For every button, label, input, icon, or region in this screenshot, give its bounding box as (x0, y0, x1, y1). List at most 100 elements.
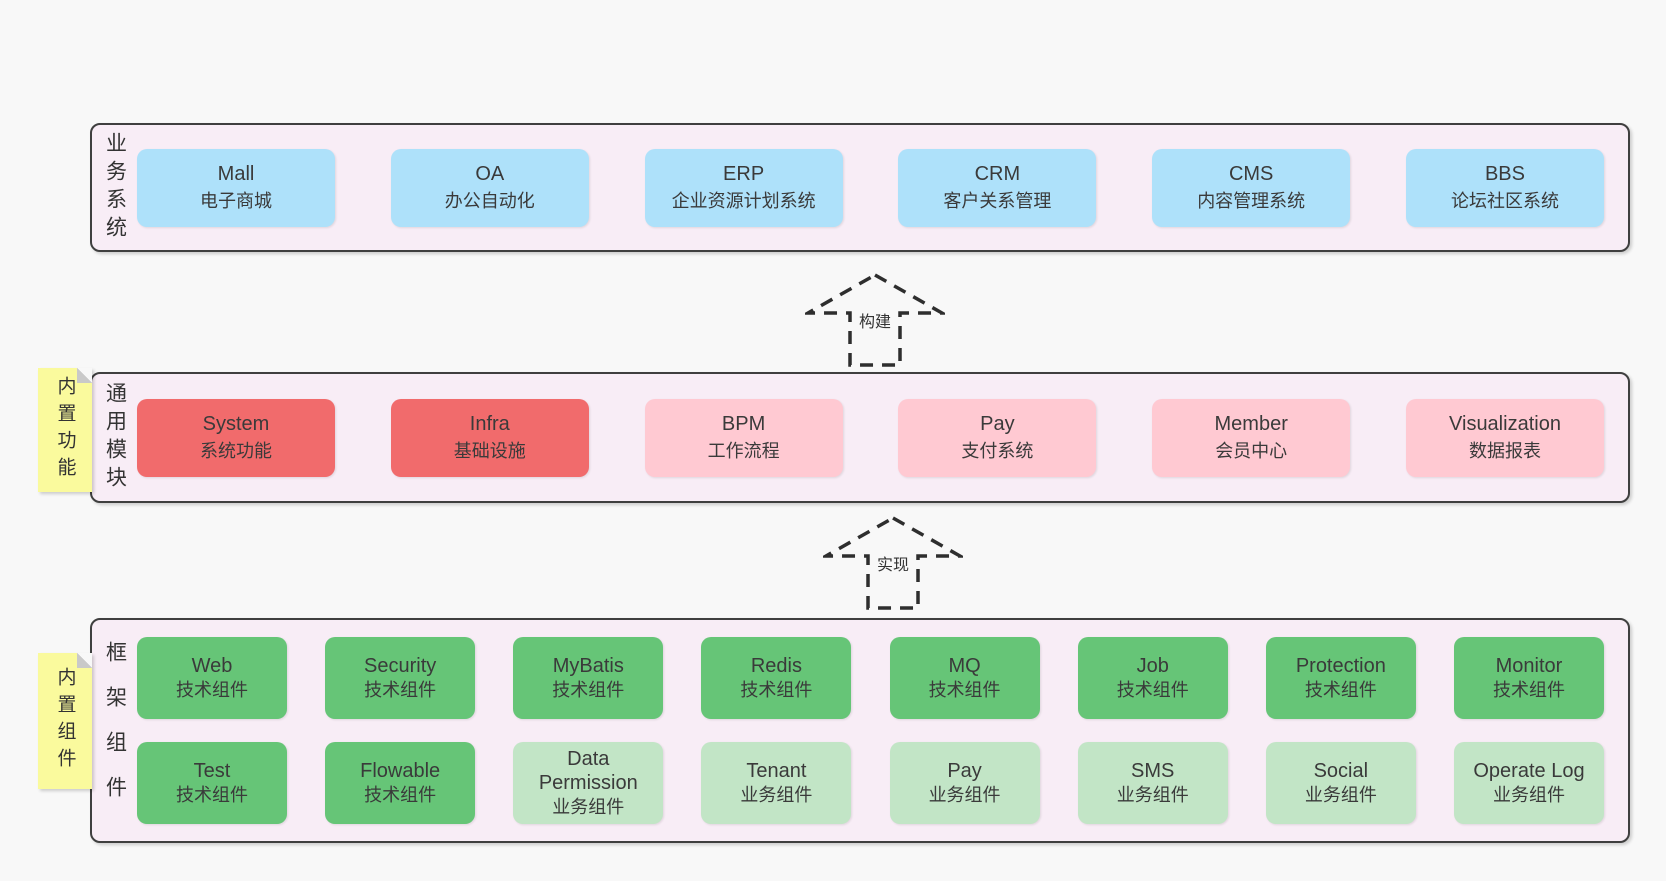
layer-components-label: 框架组件 (103, 640, 127, 821)
box-title: Security (364, 655, 437, 677)
box-social: Social 业务组件 (1265, 742, 1416, 824)
box-redis: Redis 技术组件 (701, 637, 852, 719)
box-title: System (202, 413, 270, 435)
box-title: CRM (974, 163, 1021, 185)
box-subtitle: 业务组件 (1304, 785, 1377, 805)
box-title: Flowable (360, 760, 441, 782)
box-title: Visualization (1449, 413, 1561, 435)
box-title: BPM (721, 413, 766, 435)
box-monitor: Monitor 技术组件 (1453, 637, 1604, 719)
box-security: Security 技术组件 (325, 637, 476, 719)
box-subtitle: 业务组件 (1116, 785, 1189, 805)
box-title: Operate Log (1473, 760, 1585, 782)
layer-modules: 通用模块 System 系统功能 Infra 基础设施 BPM 工作流程 Pay… (90, 372, 1630, 503)
box-subtitle: 技术组件 (176, 785, 248, 805)
build-arrow: 构建 (805, 272, 945, 368)
box-subtitle: 技术组件 (1116, 680, 1189, 700)
box-subtitle: 技术组件 (364, 680, 437, 700)
box-title: BBS (1484, 163, 1525, 185)
box-title: OA (475, 163, 505, 185)
arrow-up-dashed-icon (805, 272, 945, 367)
box-pay-module: Pay 支付系统 (898, 398, 1097, 477)
box-bbs: BBS 论坛社区系统 (1405, 148, 1604, 227)
box-subtitle: 业务组件 (740, 785, 813, 805)
box-erp: ERP 企业资源计划系统 (644, 148, 843, 227)
sticky-fold-icon (77, 653, 92, 668)
layer-modules-label: 通用模块 (103, 381, 127, 494)
box-title: MyBatis (552, 655, 624, 677)
components-rows: Web 技术组件 Security 技术组件 MyBatis 技术组件 Redi… (137, 620, 1628, 841)
box-subtitle: 业务组件 (552, 797, 625, 817)
box-subtitle: 技术组件 (928, 680, 1001, 700)
modules-boxes: System 系统功能 Infra 基础设施 BPM 工作流程 Pay 支付系统… (137, 374, 1628, 501)
layer-business: 业务系统 Mall 电子商城 OA 办公自动化 ERP 企业资源计划系统 CRM… (90, 123, 1630, 252)
layer-components: 框架组件 Web 技术组件 Security 技术组件 MyBatis 技术组件… (90, 618, 1630, 843)
box-subtitle: 电子商城 (200, 191, 272, 211)
box-title: Member (1214, 413, 1288, 435)
box-subtitle: 办公自动化 (444, 191, 535, 211)
arrow-up-dashed-icon (823, 515, 963, 610)
box-title: Redis (750, 655, 802, 677)
box-title: Pay (947, 760, 982, 782)
box-title: CMS (1228, 163, 1274, 185)
layer-business-label-col: 业务系统 (92, 125, 137, 250)
layer-modules-label-col: 通用模块 (92, 374, 137, 501)
box-subtitle: 系统功能 (200, 441, 272, 461)
box-title: Pay (980, 413, 1015, 435)
box-title: Protection (1295, 655, 1386, 677)
implement-arrow-label: 实现 (872, 551, 914, 575)
box-mall: Mall 电子商城 (137, 148, 335, 227)
box-subtitle: 业务组件 (928, 785, 1001, 805)
box-subtitle: 会员中心 (1215, 441, 1288, 461)
sticky-fold-icon (77, 368, 92, 383)
implement-arrow: 实现 (823, 515, 963, 611)
box-title: Data Permission (538, 748, 638, 794)
box-subtitle: 内容管理系统 (1197, 191, 1306, 211)
box-subtitle: 业务组件 (1492, 785, 1565, 805)
sticky-builtin-features: 内置功能 (38, 368, 92, 492)
box-tenant: Tenant 业务组件 (701, 742, 852, 824)
box-operate-log: Operate Log 业务组件 (1453, 742, 1604, 824)
box-visualization: Visualization 数据报表 (1405, 398, 1604, 477)
box-title: Test (193, 760, 231, 782)
box-mybatis: MyBatis 技术组件 (513, 637, 664, 719)
box-subtitle: 数据报表 (1468, 441, 1541, 461)
sticky-builtin-components-label: 内置组件 (54, 667, 76, 775)
box-member: Member 会员中心 (1152, 398, 1351, 477)
box-subtitle: 技术组件 (1304, 680, 1377, 700)
box-title: Social (1313, 760, 1369, 782)
box-title: Tenant (746, 760, 807, 782)
box-subtitle: 工作流程 (707, 441, 780, 461)
box-title: Web (191, 655, 233, 677)
box-sms: SMS 业务组件 (1077, 742, 1228, 824)
layer-business-label: 业务系统 (103, 131, 127, 244)
business-boxes: Mall 电子商城 OA 办公自动化 ERP 企业资源计划系统 CRM 客户关系… (137, 125, 1628, 250)
components-row-2: Test 技术组件 Flowable 技术组件 Data Permission … (137, 742, 1604, 824)
box-subtitle: 技术组件 (740, 680, 813, 700)
box-title: Monitor (1495, 655, 1563, 677)
box-title: Infra (469, 413, 510, 435)
box-subtitle: 技术组件 (364, 785, 437, 805)
box-oa: OA 办公自动化 (390, 148, 589, 227)
box-title: MQ (948, 655, 981, 677)
box-system: System 系统功能 (137, 398, 335, 477)
box-subtitle: 技术组件 (1492, 680, 1565, 700)
box-crm: CRM 客户关系管理 (898, 148, 1097, 227)
sticky-builtin-components: 内置组件 (38, 653, 92, 789)
box-subtitle: 基础设施 (453, 441, 526, 461)
box-data-permission: Data Permission 业务组件 (513, 742, 664, 824)
box-title: ERP (723, 163, 765, 185)
box-web: Web 技术组件 (137, 637, 287, 719)
box-subtitle: 论坛社区系统 (1450, 191, 1559, 211)
box-subtitle: 企业资源计划系统 (671, 191, 816, 211)
box-bpm: BPM 工作流程 (644, 398, 843, 477)
box-subtitle: 客户关系管理 (943, 191, 1052, 211)
box-mq: MQ 技术组件 (889, 637, 1040, 719)
box-job: Job 技术组件 (1077, 637, 1228, 719)
box-title: SMS (1131, 760, 1175, 782)
box-test: Test 技术组件 (137, 742, 287, 824)
box-infra: Infra 基础设施 (390, 398, 589, 477)
box-title: Mall (217, 163, 255, 185)
build-arrow-label: 构建 (854, 308, 896, 332)
